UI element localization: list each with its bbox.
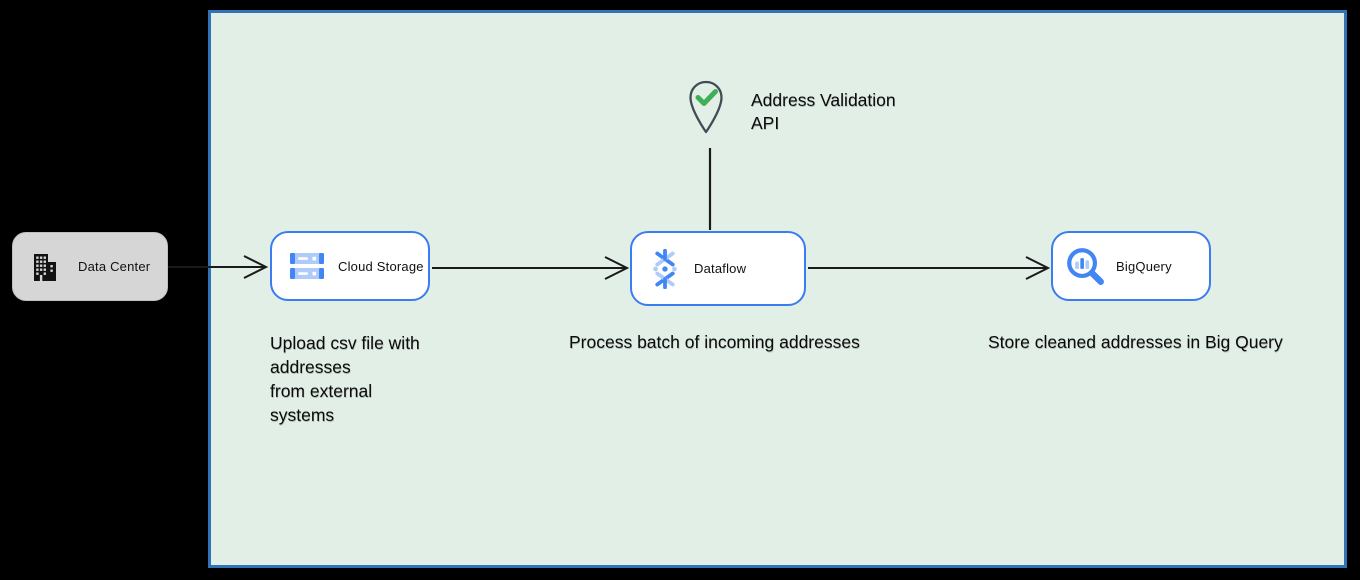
node-bigquery: BigQuery — [1051, 231, 1211, 301]
node-cloud-storage: Cloud Storage — [270, 231, 430, 301]
caption-bigquery: Store cleaned addresses in Big Query — [988, 332, 1283, 352]
caption-dataflow: Process batch of incoming addresses — [569, 332, 860, 352]
caption-cloud-storage: Upload csv file with addresses from exte… — [270, 333, 420, 425]
node-label-cloud-storage: Cloud Storage — [338, 258, 424, 274]
node-label-bigquery: BigQuery — [1116, 258, 1172, 274]
node-label-data-center: Data Center — [78, 259, 151, 274]
api-marker-label: Address Validation API — [751, 90, 896, 133]
node-dataflow: Dataflow — [630, 231, 806, 306]
bigquery-icon — [1064, 245, 1106, 287]
building-icon — [29, 251, 61, 283]
dataflow-icon — [645, 248, 685, 289]
location-pin-check-icon — [689, 80, 723, 134]
node-data-center: Data Center — [12, 232, 168, 301]
node-label-dataflow: Dataflow — [694, 261, 747, 276]
cloud-storage-icon — [290, 251, 324, 281]
